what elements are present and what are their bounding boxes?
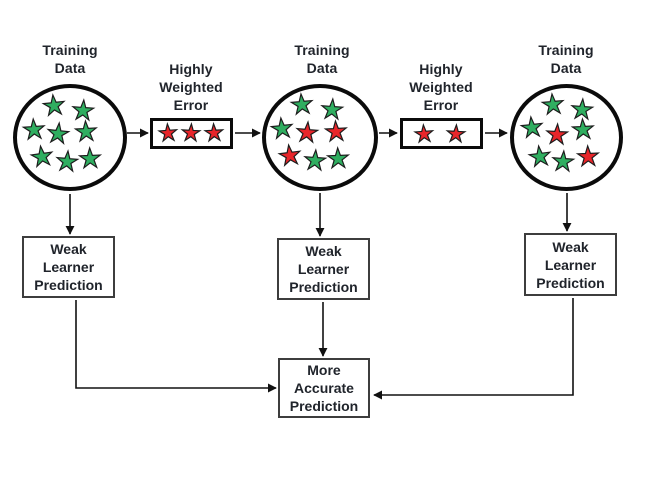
weak-learner-prediction-box-2: Weak Learner Prediction — [277, 238, 370, 300]
training-data-circle-2 — [262, 84, 378, 191]
training-data-label-1: Training Data — [42, 42, 98, 76]
more-accurate-prediction-box: More Accurate Prediction — [278, 358, 370, 418]
highly-weighted-error-box-1 — [150, 118, 233, 149]
weak-learner-prediction-box-1: Weak Learner Prediction — [22, 236, 115, 298]
training-data-label-2: Training Data — [294, 42, 350, 76]
weak-learner-prediction-box-3: Weak Learner Prediction — [524, 233, 617, 296]
highly-weighted-error-label-2: Highly Weighted Error — [409, 61, 473, 113]
arrow-weak3-to-more — [373, 298, 574, 400]
training-data-circle-1 — [13, 84, 127, 191]
training-data-label-3: Training Data — [538, 42, 594, 76]
training-data-circle-3 — [510, 84, 623, 191]
highly-weighted-error-label-1: Highly Weighted Error — [159, 61, 223, 113]
arrow-weak1-to-more — [75, 300, 277, 393]
highly-weighted-error-box-2 — [400, 118, 483, 149]
